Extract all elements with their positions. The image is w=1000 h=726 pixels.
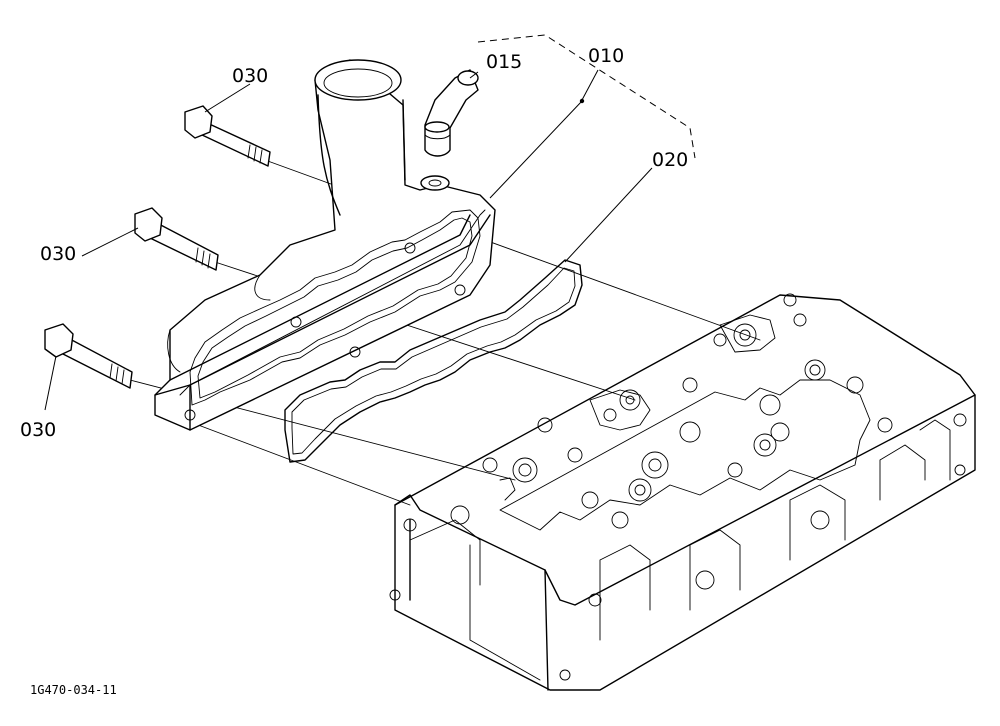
bolt-030-bot: [44, 323, 133, 389]
cylinder-head: [389, 293, 976, 691]
hose-nipple-015: [424, 69, 479, 157]
callout-030-top: 030: [232, 65, 268, 87]
water-flange-010: [154, 59, 496, 431]
assembly-bracket: [477, 34, 696, 159]
callout-030-mid: 030: [40, 243, 76, 265]
callout-030-bot: 030: [20, 419, 56, 441]
callout-010: 010: [588, 45, 624, 67]
callout-020: 020: [652, 149, 688, 171]
document-id: 1G470-034-11: [30, 683, 117, 697]
bolt-030-mid: [134, 207, 219, 271]
gasket-020: [284, 259, 583, 463]
callout-015: 015: [486, 51, 522, 73]
callout-leaders: [44, 69, 653, 411]
bolt-030-top: [184, 105, 271, 167]
